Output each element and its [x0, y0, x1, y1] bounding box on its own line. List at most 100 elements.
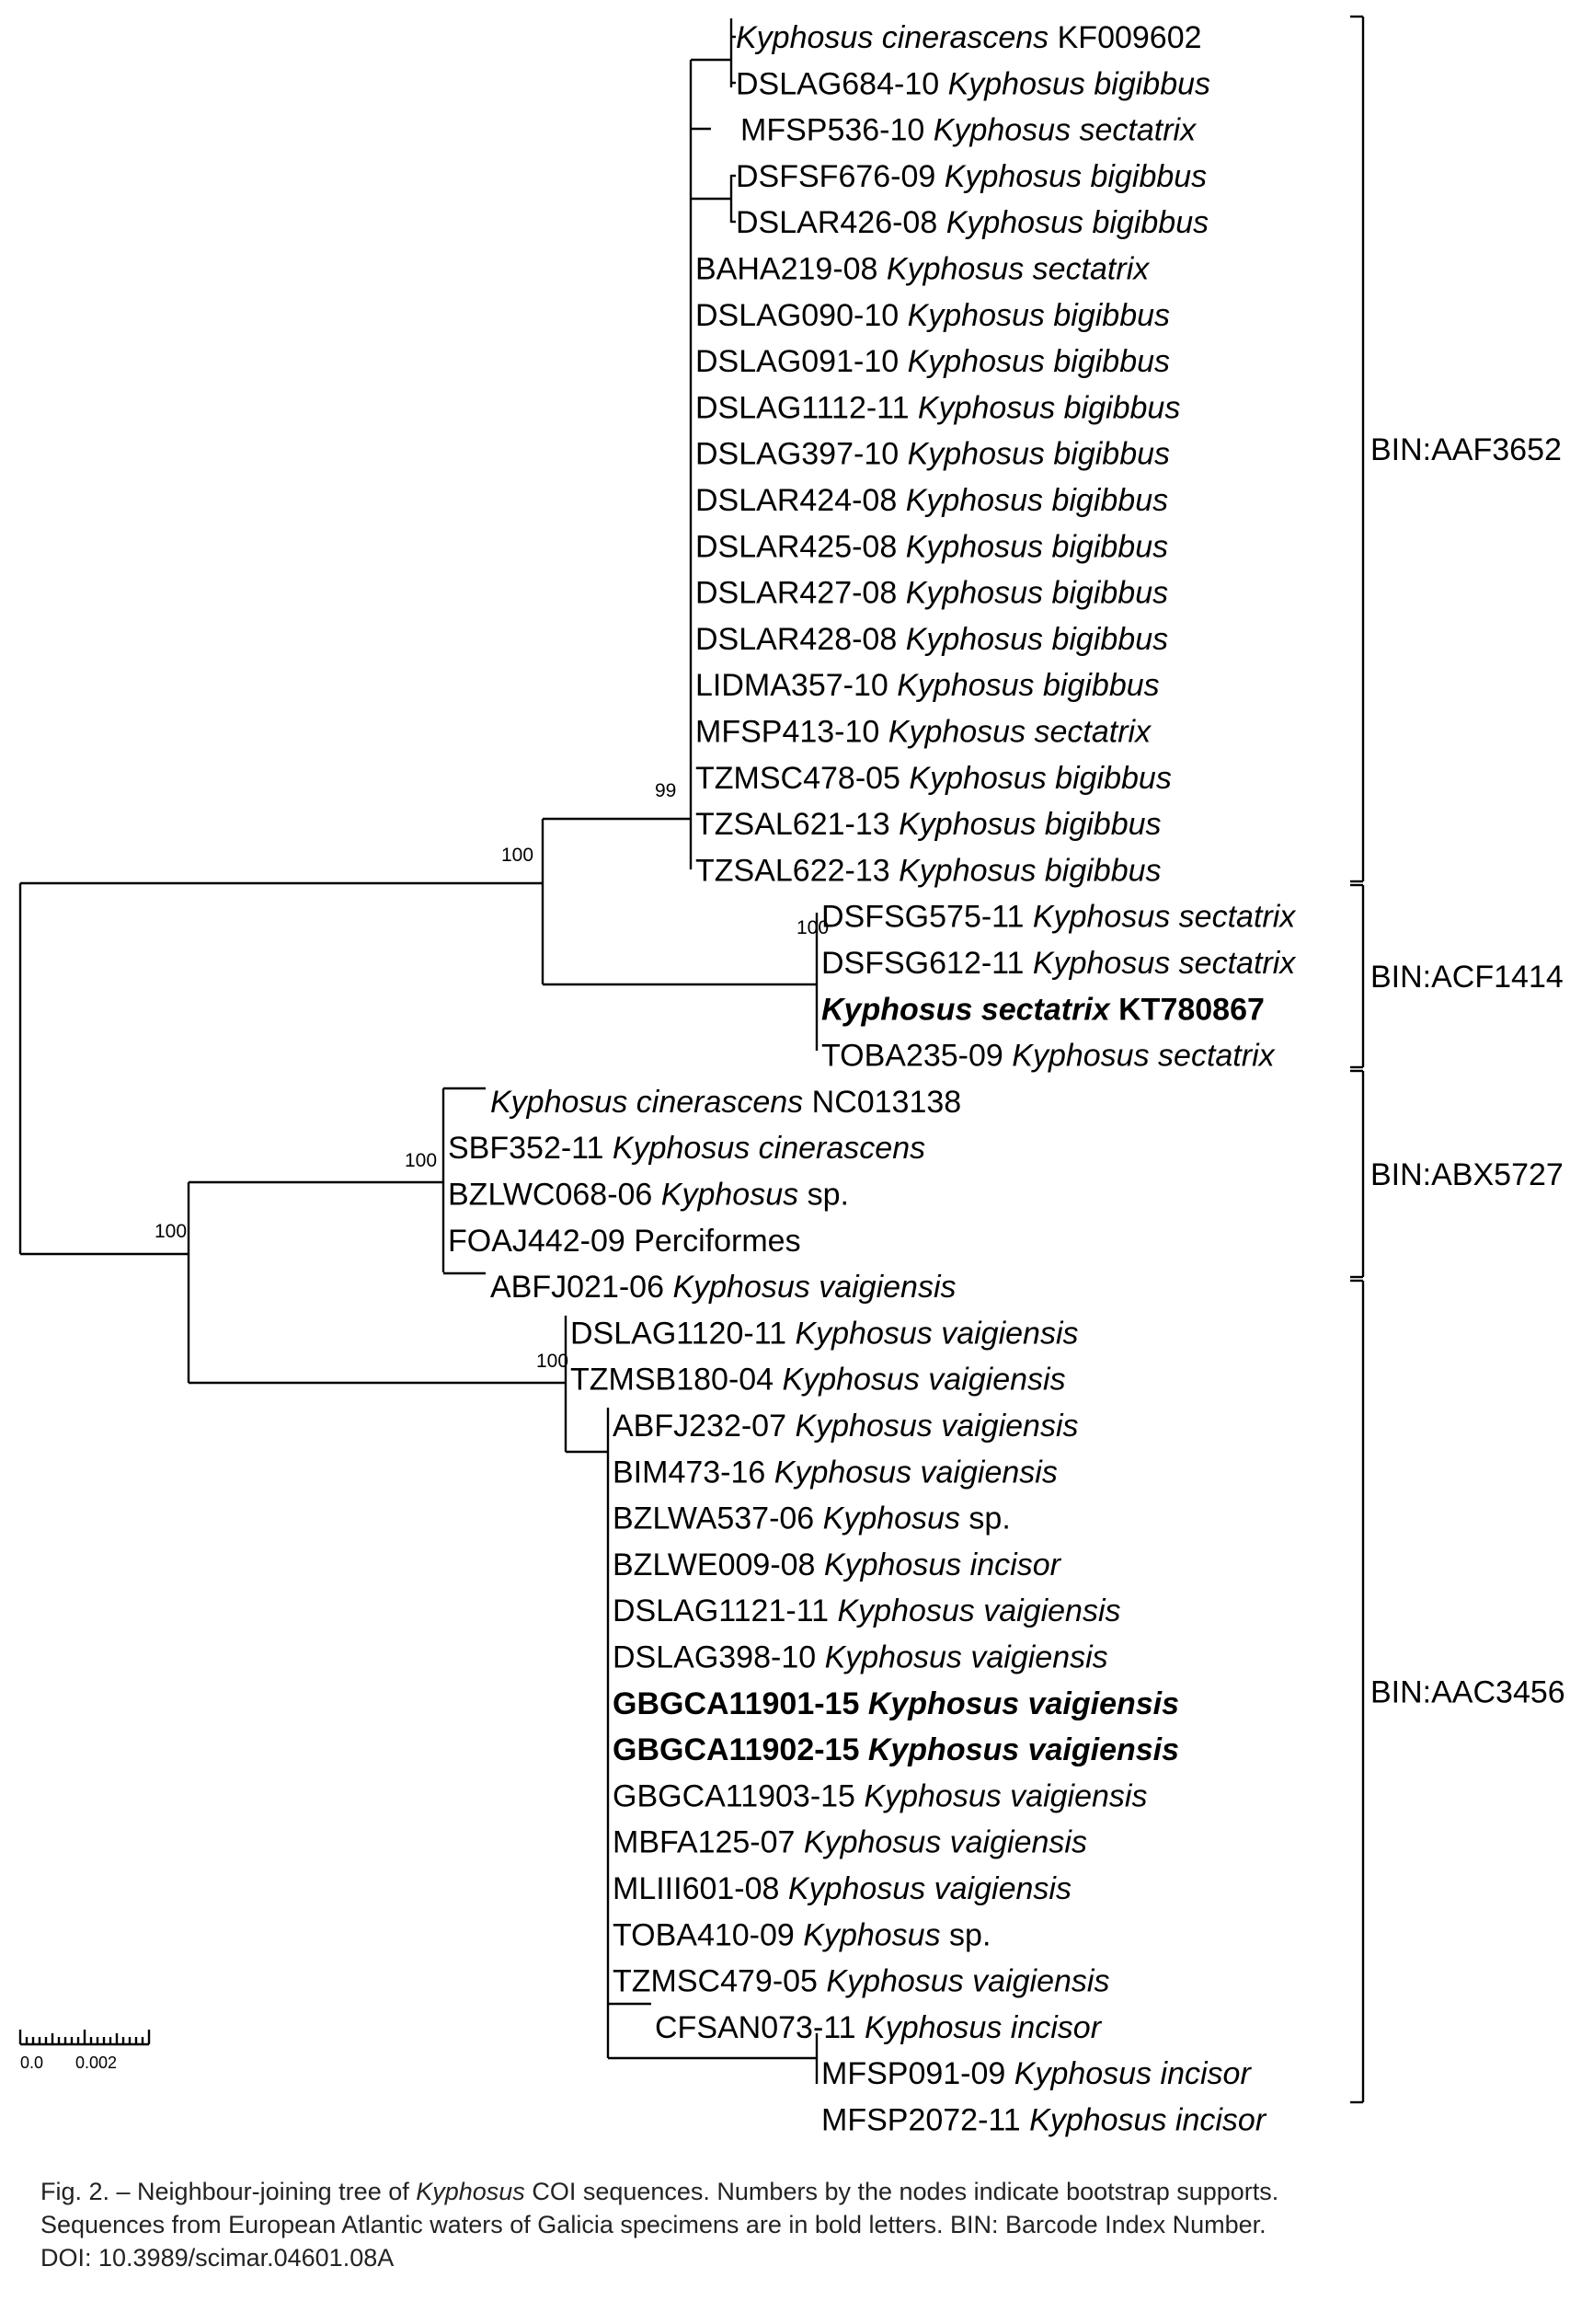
- leaf-label-part: Kyphosus incisor: [1014, 2056, 1253, 2091]
- leaf-label-part: Kyphosus vaigiensis: [795, 1409, 1078, 1444]
- leaf-label-TOBA235: TOBA235-09 Kyphosus sectatrix: [821, 1039, 1276, 1074]
- leaf-label-TZMSC479: TZMSC479-05 Kyphosus vaigiensis: [613, 1964, 1109, 1999]
- leaf-label-part: Kyphosus vaigiensis: [868, 1732, 1179, 1767]
- leaf-label-part: BIM473-16: [613, 1455, 774, 1490]
- leaf-label-MFSP536: MFSP536-10 Kyphosus sectatrix: [740, 113, 1197, 148]
- leaf-label-part: Kyphosus cinerascens: [613, 1131, 925, 1166]
- leaf-label-cinNC: Kyphosus cinerascens NC013138: [490, 1085, 961, 1120]
- leaf-label-BZLWC068: BZLWC068-06 Kyphosus sp.: [448, 1178, 849, 1213]
- leaf-label-part: DSLAG090-10: [695, 298, 908, 333]
- leaf-label-DSLAG684: DSLAG684-10 Kyphosus bigibbus: [736, 66, 1210, 101]
- leaf-label-part: BZLWC068-06: [448, 1178, 661, 1213]
- leaf-label-part: CFSAN073-11: [655, 2010, 865, 2045]
- leaf-label-part: Kyphosus bigibbus: [899, 853, 1161, 888]
- leaf-label-DSLAG1112: DSLAG1112-11 Kyphosus bigibbus: [695, 390, 1180, 425]
- leaf-label-part: sp.: [798, 1178, 849, 1213]
- leaf-label-part: Kyphosus sectatrix: [1033, 900, 1296, 935]
- leaf-label-part: Kyphosus bigibbus: [897, 668, 1159, 703]
- leaf-label-part: Kyphosus bigibbus: [908, 298, 1170, 333]
- leaf-label-DSFSG575: DSFSG575-11 Kyphosus sectatrix: [821, 900, 1296, 935]
- leaf-label-part: MBFA125-07: [613, 1825, 804, 1860]
- leaf-label-part: DSLAG1112-11: [695, 390, 918, 425]
- bootstrap-label: 100: [536, 1351, 568, 1372]
- leaf-label-part: TZSAL622-13: [695, 853, 899, 888]
- leaf-label-part: FOAJ442-09 Perciformes: [448, 1224, 801, 1259]
- leaf-label-BIM473: BIM473-16 Kyphosus vaigiensis: [613, 1455, 1058, 1490]
- leaf-label-part: Kyphosus sectatrix: [821, 992, 1112, 1027]
- leaf-label-MFSP091: MFSP091-09 Kyphosus incisor: [821, 2056, 1252, 2091]
- leaf-label-CFSAN073: CFSAN073-11 Kyphosus incisor: [655, 2010, 1103, 2045]
- leaf-label-BZLWE009: BZLWE009-08 Kyphosus incisor: [613, 1547, 1062, 1582]
- leaf-label-part: TZMSB180-04: [570, 1363, 783, 1398]
- leaf-label-DSLAG1121: DSLAG1121-11 Kyphosus vaigiensis: [613, 1593, 1121, 1628]
- bin-brackets: BIN:AAF3652BIN:ACF1414BIN:ABX5727BIN:AAC…: [1350, 15, 1565, 2104]
- leaf-label-part: Kyphosus bigibbus: [948, 66, 1210, 101]
- leaf-label-part: Kyphosus vaigiensis: [825, 1640, 1108, 1675]
- leaf-label-part: ABFJ021-06: [490, 1270, 672, 1305]
- leaf-label-part: TOBA410-09: [613, 1917, 803, 1952]
- leaf-label-part: sp.: [941, 1917, 991, 1952]
- leaf-label-part: DSLAR425-08: [695, 529, 906, 564]
- leaf-label-part: Kyphosus bigibbus: [906, 622, 1168, 657]
- leaf-label-part: Kyphosus sectatrix: [1033, 946, 1296, 981]
- leaf-label-DSLAR427: DSLAR427-08 Kyphosus bigibbus: [695, 576, 1168, 611]
- leaf-label-cinKF: Kyphosus cinerascens KF009602: [736, 20, 1202, 55]
- leaf-label-part: BAHA219-08: [695, 252, 887, 287]
- leaf-label-BZLWA537: BZLWA537-06 Kyphosus sp.: [613, 1501, 1011, 1536]
- bootstrap-label: 100: [155, 1221, 187, 1242]
- leaf-label-part: ABFJ232-07: [613, 1409, 795, 1444]
- leaf-label-part: Kyphosus sectatrix: [934, 113, 1197, 148]
- leaf-labels: Kyphosus cinerascens KF009602DSLAG684-10…: [448, 20, 1296, 2138]
- leaf-label-part: Kyphosus bigibbus: [906, 576, 1168, 611]
- leaf-label-part: DSLAG397-10: [695, 437, 908, 472]
- leaf-label-DSLAG090: DSLAG090-10 Kyphosus bigibbus: [695, 298, 1170, 333]
- caption-fig: Fig. 2. – Neighbour-joining tree of: [40, 2178, 417, 2205]
- bin-label: BIN:ACF1414: [1370, 960, 1564, 995]
- leaf-label-TZMSB180: TZMSB180-04 Kyphosus vaigiensis: [570, 1363, 1066, 1398]
- leaf-label-part: Kyphosus vaigiensis: [837, 1593, 1120, 1628]
- leaf-label-part: Kyphosus vaigiensis: [868, 1686, 1179, 1721]
- leaf-label-DSLAR424: DSLAR424-08 Kyphosus bigibbus: [695, 483, 1168, 518]
- caption-line-2: Sequences from European Atlantic waters …: [40, 2211, 1266, 2238]
- leaf-label-MBFA125: MBFA125-07 Kyphosus vaigiensis: [613, 1825, 1087, 1860]
- leaf-label-part: TZMSC478-05: [695, 761, 909, 796]
- leaf-label-part: Kyphosus bigibbus: [908, 437, 1170, 472]
- leaf-label-part: DSLAR428-08: [695, 622, 906, 657]
- leaf-label-DSLAR428: DSLAR428-08 Kyphosus bigibbus: [695, 622, 1168, 657]
- leaf-label-part: Kyphosus bigibbus: [918, 390, 1180, 425]
- caption-doi: DOI: 10.3989/scimar.04601.08A: [40, 2244, 395, 2272]
- leaf-label-part: Kyphosus incisor: [824, 1547, 1062, 1582]
- scale-label-left: 0.0: [20, 2054, 43, 2072]
- leaf-label-part: Kyphosus vaigiensis: [672, 1270, 956, 1305]
- leaf-label-part: DSLAR426-08: [736, 205, 946, 240]
- leaf-label-part: DSLAG1120-11: [570, 1316, 795, 1351]
- leaf-label-GBGCA11903: GBGCA11903-15 Kyphosus vaigiensis: [613, 1778, 1147, 1813]
- figure-caption: Fig. 2. – Neighbour-joining tree of Kyph…: [40, 2175, 1567, 2274]
- leaf-label-MFSP2072: MFSP2072-11 Kyphosus incisor: [821, 2103, 1267, 2138]
- leaf-label-DSLAG398: DSLAG398-10 Kyphosus vaigiensis: [613, 1640, 1108, 1675]
- leaf-label-part: Kyphosus vaigiensis: [795, 1316, 1078, 1351]
- leaf-label-DSLAG1120: DSLAG1120-11 Kyphosus vaigiensis: [570, 1316, 1079, 1351]
- bootstrap-label: 100: [501, 845, 533, 866]
- leaf-label-part: Kyphosus bigibbus: [909, 761, 1171, 796]
- leaf-label-part: TZSAL621-13: [695, 807, 899, 842]
- leaf-label-part: DSFSG575-11: [821, 900, 1033, 935]
- leaf-label-part: Kyphosus sectatrix: [887, 252, 1150, 287]
- scale-label-right: 0.002: [75, 2054, 117, 2072]
- scale-bar: 0.0 0.002: [18, 2030, 151, 2072]
- leaf-label-part: Kyphosus vaigiensis: [804, 1825, 1087, 1860]
- leaf-label-part: DSFSG612-11: [821, 946, 1033, 981]
- leaf-label-part: Kyphosus bigibbus: [906, 529, 1168, 564]
- leaf-label-ABFJ021: ABFJ021-06 Kyphosus vaigiensis: [490, 1270, 957, 1305]
- leaf-label-SBF352: SBF352-11 Kyphosus cinerascens: [448, 1131, 925, 1166]
- leaf-label-part: Kyphosus bigibbus: [899, 807, 1161, 842]
- leaf-label-ABFJ232: ABFJ232-07 Kyphosus vaigiensis: [613, 1409, 1079, 1444]
- bin-label: BIN:AAF3652: [1370, 432, 1562, 467]
- leaf-label-part: Kyphosus sectatrix: [888, 715, 1152, 750]
- bootstrap-label: 100: [796, 917, 829, 938]
- leaf-label-part: MFSP2072-11: [821, 2103, 1029, 2138]
- tree-branches: [18, 18, 819, 2084]
- caption-genus: Kyphosus: [416, 2178, 525, 2205]
- leaf-label-part: Kyphosus: [661, 1178, 798, 1213]
- leaf-label-part: DSFSF676-09: [736, 159, 945, 194]
